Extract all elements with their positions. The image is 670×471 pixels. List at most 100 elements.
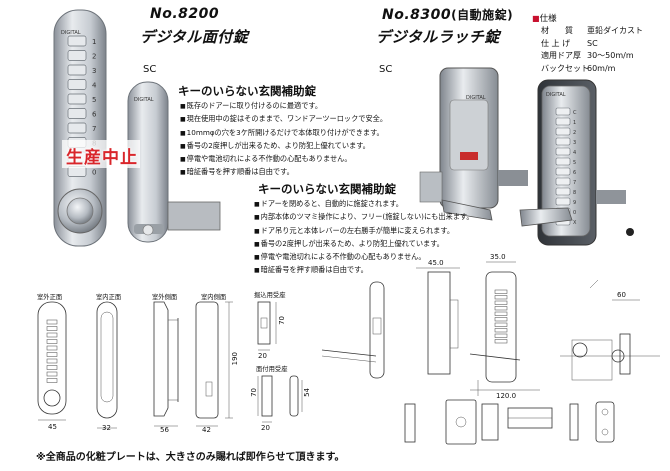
keypad-button xyxy=(555,117,571,126)
spec-heading-label: 仕様 xyxy=(539,14,557,24)
dim-hook-height: 70 xyxy=(278,316,286,325)
dim-height: 190 xyxy=(231,352,239,366)
8200-feature: 暗証番号を押す順番は自由です。 xyxy=(180,166,387,179)
8200-feature: 番号の2度押しが出来るため、より防犯上優れています。 xyxy=(180,140,387,153)
model-8200: No.8200 xyxy=(150,6,220,22)
keypad-label: 3 xyxy=(573,140,576,146)
brand-8300-inside: DIGITAL xyxy=(466,95,486,101)
keypad-label: 5 xyxy=(573,160,576,166)
dim-latch-w2: 35.0 xyxy=(490,253,506,261)
spec-square-icon: ■ xyxy=(532,14,540,23)
heading-8200: キーのいらない玄関補助錠 xyxy=(178,84,316,98)
drawing-key xyxy=(494,289,508,294)
keypad-label: X xyxy=(573,220,577,226)
keypad-button xyxy=(555,137,571,146)
keypad-button xyxy=(555,157,571,166)
dim-latch-backset: 60 xyxy=(617,291,626,299)
spec-value: 30〜50m/m xyxy=(587,51,634,60)
keypad-label: 8 xyxy=(573,190,576,196)
keypad-button xyxy=(555,187,571,196)
drawing-key xyxy=(494,339,508,344)
label-surface-receiver: 面付用受座 xyxy=(256,366,288,373)
keypad-button xyxy=(555,197,571,206)
drawing-key xyxy=(46,365,58,370)
8200-feature: 停電や電池切れによる不作動の心配もありません。 xyxy=(180,153,387,166)
model-8300-note: (自動施錠) xyxy=(451,8,514,22)
drawing-key xyxy=(46,319,58,325)
keypad-label: 4 xyxy=(573,150,576,156)
keypad-button xyxy=(67,50,87,61)
drawing-key xyxy=(494,317,508,322)
heading-8300: キーのいらない玄関補助錠 xyxy=(258,182,396,196)
label-outside-side: 室外側面 xyxy=(152,294,178,301)
8300-feature: 番号の2度押しが出来るため、より防犯上優れています。 xyxy=(254,238,474,251)
keypad-label: 4 xyxy=(92,82,97,90)
8300-feature: 停電や電池切れによる不作動の心配もありません。 xyxy=(254,251,474,264)
drawing-key xyxy=(46,332,58,338)
spec-value: 亜鉛ダイカスト xyxy=(587,26,643,35)
drawing-key xyxy=(494,300,508,305)
model-8300-number: No.8300 xyxy=(382,7,452,23)
drawing-key xyxy=(494,306,508,311)
features-8300: ドアーを閉めると、自動的に施錠されます。内部本体のツマミ操作により、フリー(施錠… xyxy=(254,198,474,278)
finish-8300: SC xyxy=(379,64,393,75)
label-inside-front: 室内正面 xyxy=(96,294,122,301)
keypad-button xyxy=(555,167,571,176)
keypad-button xyxy=(67,108,87,119)
keypad-button xyxy=(555,177,571,186)
8200-feature: 現在使用中の錠はそのままで、ワンドアーツーロックで安全。 xyxy=(180,113,387,126)
keypad-label: 7 xyxy=(92,125,96,133)
title-8300: デジタルラッチ錠 xyxy=(376,28,500,46)
keypad-button xyxy=(67,79,87,90)
drawing-key xyxy=(494,295,508,300)
finish-8200: SC xyxy=(143,64,157,75)
drawing-key xyxy=(46,358,58,364)
dim-width-side-out: 56 xyxy=(160,426,169,434)
brand-8200: DIGITAL xyxy=(61,30,81,36)
8300-feature: 内部本体のツマミ操作により、フリー(施錠しない)にも出来ます。 xyxy=(254,211,474,224)
keypad-label: 6 xyxy=(573,170,576,176)
spec-key: バックセット xyxy=(541,63,589,73)
spec-key: 材 質 xyxy=(541,26,573,35)
model-8300: No.8300(自動施錠) xyxy=(382,6,513,23)
keypad-label: 2 xyxy=(92,53,96,61)
label-hook-receiver: 掘込用受座 xyxy=(254,292,286,299)
dim-surface-width: 20 xyxy=(261,424,270,432)
stamp-backdrop xyxy=(62,140,140,168)
drawing-key xyxy=(46,339,58,344)
features-8200: 既存のドアーに取り付けるのに最適です。現在使用中の錠はそのままで、ワンドアーツー… xyxy=(180,100,387,180)
drawing-key xyxy=(494,328,508,333)
drawing-key xyxy=(494,333,508,338)
label-outside-front: 室外正面 xyxy=(37,294,63,301)
keypad-button xyxy=(67,122,87,134)
drawing-key xyxy=(46,371,58,377)
spec-value: 60m/m xyxy=(587,63,616,73)
dim-latch-h: 120.0 xyxy=(496,392,517,400)
dim-width-side-in: 42 xyxy=(202,426,211,434)
keypad-label: 9 xyxy=(573,200,576,206)
spec-key: 仕 上 げ xyxy=(541,38,571,48)
spec-value: SC xyxy=(587,38,598,48)
brand-8200-inside: DIGITAL xyxy=(134,97,154,103)
drawing-key xyxy=(46,326,58,331)
keypad-button xyxy=(67,64,87,76)
keypad-label: 1 xyxy=(92,38,96,46)
keypad-button xyxy=(555,127,571,136)
8200-feature: 10mmφの穴を3ケ所開けるだけで本体取り付けができます。 xyxy=(180,127,387,140)
keypad-label: 0 xyxy=(573,210,576,216)
drawing-key xyxy=(46,345,58,351)
label-inside-side: 室内側面 xyxy=(201,294,227,301)
brand-8300: DIGITAL xyxy=(546,92,566,98)
8200-feature: 既存のドアーに取り付けるのに最適です。 xyxy=(180,100,387,113)
keypad-label: 0 xyxy=(92,169,96,177)
dim-width-outside: 45 xyxy=(48,423,57,431)
spec-row: 仕 上 げ SC xyxy=(541,38,643,51)
drawing-key xyxy=(494,311,508,316)
dim-surface-height2: 54 xyxy=(303,388,311,397)
